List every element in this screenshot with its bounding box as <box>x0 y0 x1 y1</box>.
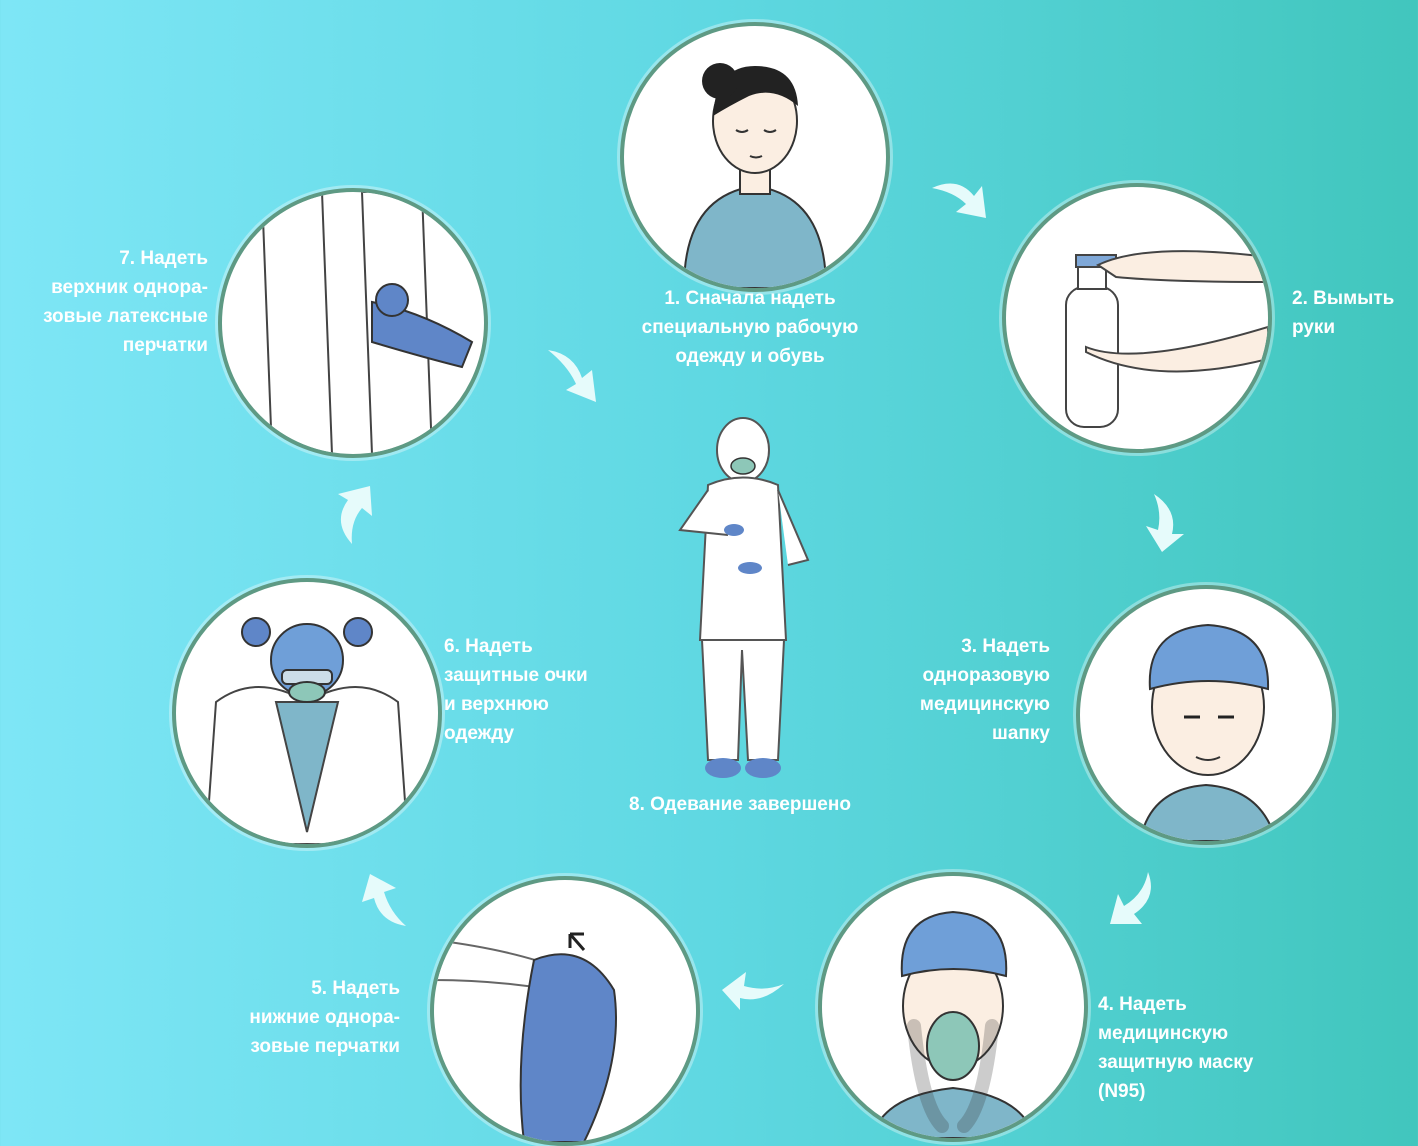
step-6-illustration <box>172 578 442 848</box>
arrow-2-to-3-icon <box>1134 490 1198 554</box>
center-completed-figure <box>668 410 818 786</box>
step-2-illustration <box>1002 183 1272 453</box>
arrow-7-to-center-icon <box>544 340 608 404</box>
step-1-illustration <box>620 22 890 292</box>
step-5-illustration <box>430 876 700 1146</box>
arrow-5-to-6-icon <box>350 872 414 936</box>
step-7-illustration <box>218 188 488 458</box>
arrow-6-to-7-icon <box>322 482 386 546</box>
arrow-1-to-2-icon <box>928 168 992 232</box>
step-4-illustration <box>818 872 1088 1142</box>
arrow-4-to-5-icon <box>722 960 786 1024</box>
arrow-3-to-4-icon <box>1104 868 1168 932</box>
step-3-illustration <box>1076 585 1336 845</box>
center-label: 8. Одевание завершено <box>560 790 920 819</box>
